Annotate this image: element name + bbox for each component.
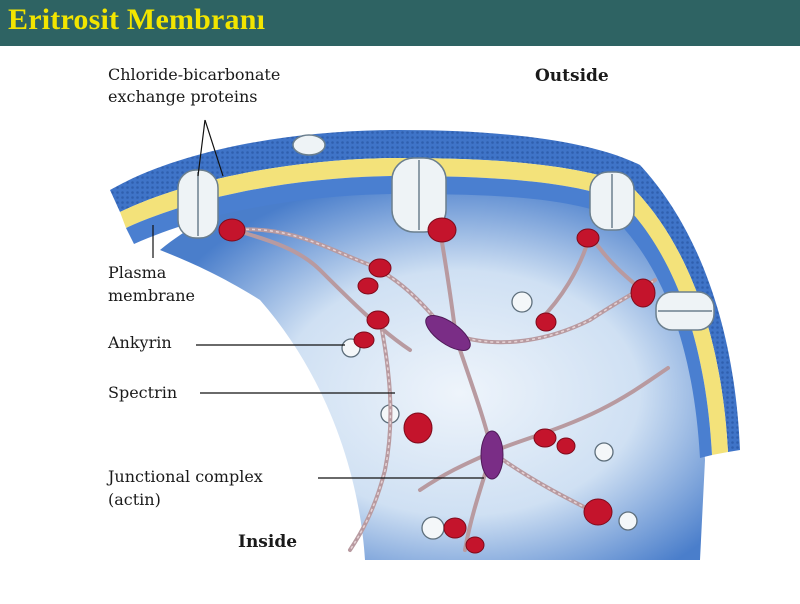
slide-title: Eritrosit Membranı <box>8 3 266 36</box>
spectrin-label: Spectrin <box>108 383 178 402</box>
exchange-protein <box>589 171 635 231</box>
outside-label: Outside <box>535 66 609 86</box>
exchange-protein <box>292 134 326 156</box>
junctional-label-line2: (actin) <box>108 490 161 509</box>
ankyrin-molecules <box>218 217 656 554</box>
chloride-label-line1: Chloride-bicarbonate <box>108 65 281 84</box>
junctional-complex <box>425 315 471 351</box>
ankyrin-label: Ankyrin <box>108 333 172 352</box>
junctional-label-line1: Junctional complex <box>108 467 263 486</box>
junctional-complex <box>480 430 504 480</box>
title-bar: Eritrosit Membranı <box>0 0 800 46</box>
membrane-illustration <box>110 119 740 561</box>
exchange-protein <box>655 291 715 331</box>
exchange-protein <box>177 169 219 239</box>
cytoplasm-region <box>160 189 705 561</box>
membrane-diagram: Chloride-bicarbonate exchange proteins O… <box>0 46 800 600</box>
plasma-label-line1: Plasma <box>108 263 167 282</box>
exchange-protein <box>391 157 447 233</box>
label-pointers <box>152 119 484 479</box>
chloride-label-line2: exchange proteins <box>108 87 258 106</box>
plasma-label-line2: membrane <box>108 286 196 305</box>
inside-label: Inside <box>238 532 298 552</box>
